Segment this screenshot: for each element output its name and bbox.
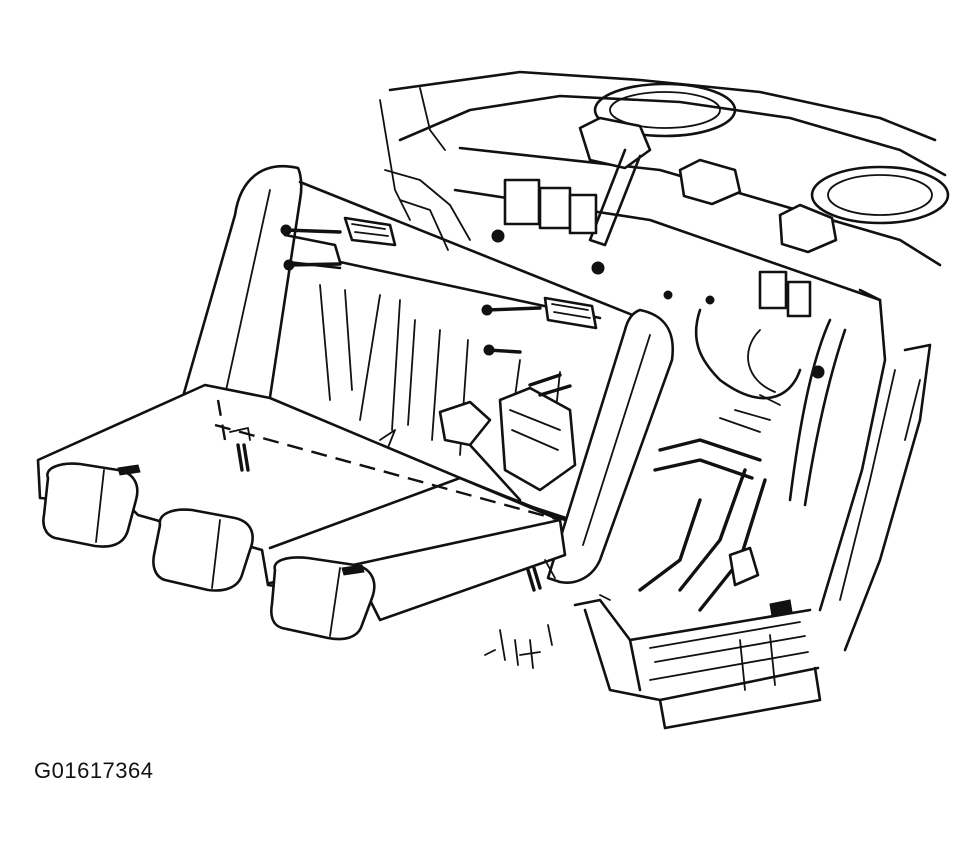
- rear-seat-back: [180, 165, 675, 584]
- detail-marks: [484, 594, 611, 669]
- floor-and-sill: [573, 394, 822, 730]
- figure-id-label: G01617364: [34, 758, 154, 783]
- rear-seat-cushion: [36, 383, 567, 641]
- vehicle-body-background: [379, 70, 950, 652]
